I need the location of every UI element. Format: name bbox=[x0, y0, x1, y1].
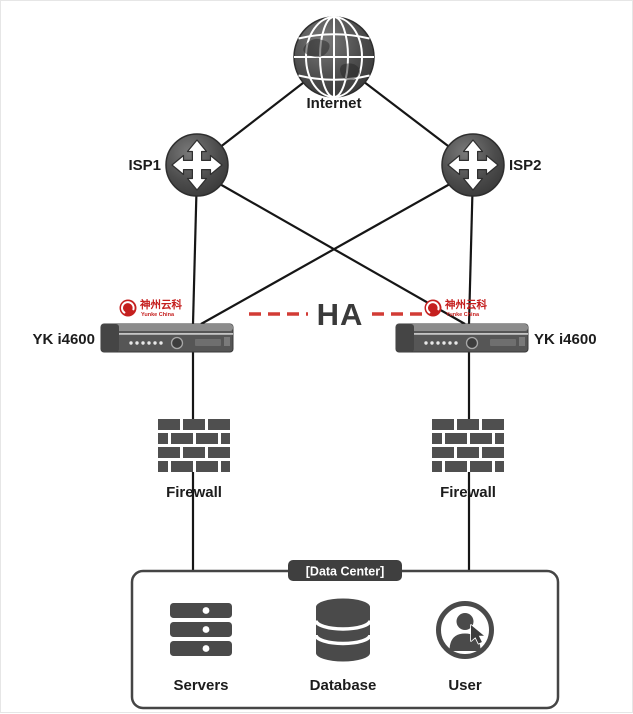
firewall-left-label: Firewall bbox=[166, 484, 222, 501]
globe-continents bbox=[303, 38, 361, 81]
brand-logo-right: 神州云科 Yunke China bbox=[423, 298, 487, 318]
datacenter-group: [Data Center] Servers Database bbox=[130, 560, 560, 710]
brand-name: 神州云科 bbox=[445, 298, 487, 311]
datacenter-badge bbox=[288, 560, 402, 581]
internet-node bbox=[293, 16, 375, 98]
firewall-left-icon bbox=[158, 419, 230, 472]
servers-icon bbox=[170, 603, 232, 656]
servers-node: Servers bbox=[170, 603, 232, 694]
brand-name: 神州云科 bbox=[140, 298, 182, 311]
device-left-label: YK i4600 bbox=[32, 331, 95, 348]
database-icon bbox=[314, 598, 372, 662]
brand-subname: Yunke China bbox=[446, 312, 480, 318]
cursor-icon bbox=[470, 624, 485, 645]
database-node: Database bbox=[310, 598, 377, 694]
isp2-label: ISP2 bbox=[509, 157, 542, 174]
datacenter-label: [Data Center] bbox=[306, 565, 385, 579]
internet-label: Internet bbox=[306, 95, 361, 112]
firewall-right-icon bbox=[432, 419, 504, 472]
edge-isp1-device-right bbox=[196, 170, 466, 325]
ha-label: HA bbox=[317, 297, 364, 332]
brand-swirl-icon bbox=[118, 298, 138, 318]
isp2-router-icon bbox=[441, 133, 505, 197]
user-icon bbox=[436, 601, 494, 659]
firewall-right-label: Firewall bbox=[440, 484, 496, 501]
user-label: User bbox=[448, 677, 482, 694]
appliance-right-icon bbox=[395, 323, 529, 353]
appliance-left-icon bbox=[100, 323, 234, 353]
device-left: 神州云科 Yunke China YK i4600 bbox=[32, 298, 234, 353]
brand-subname: Yunke China bbox=[141, 312, 175, 318]
brand-logo-left: 神州云科 Yunke China bbox=[118, 298, 182, 318]
isp1-label: ISP1 bbox=[128, 157, 161, 174]
globe-gridlines bbox=[294, 16, 374, 98]
servers-label: Servers bbox=[173, 677, 228, 694]
database-label: Database bbox=[310, 677, 377, 694]
edge-isp2-device-left bbox=[200, 170, 474, 325]
ha-link: HA bbox=[249, 297, 422, 332]
device-right: 神州云科 Yunke China YK i4600 bbox=[395, 298, 597, 353]
isp1-router-icon bbox=[165, 133, 229, 197]
brand-swirl-icon bbox=[423, 298, 443, 318]
device-right-label: YK i4600 bbox=[534, 331, 597, 348]
user-node: User bbox=[436, 601, 494, 694]
